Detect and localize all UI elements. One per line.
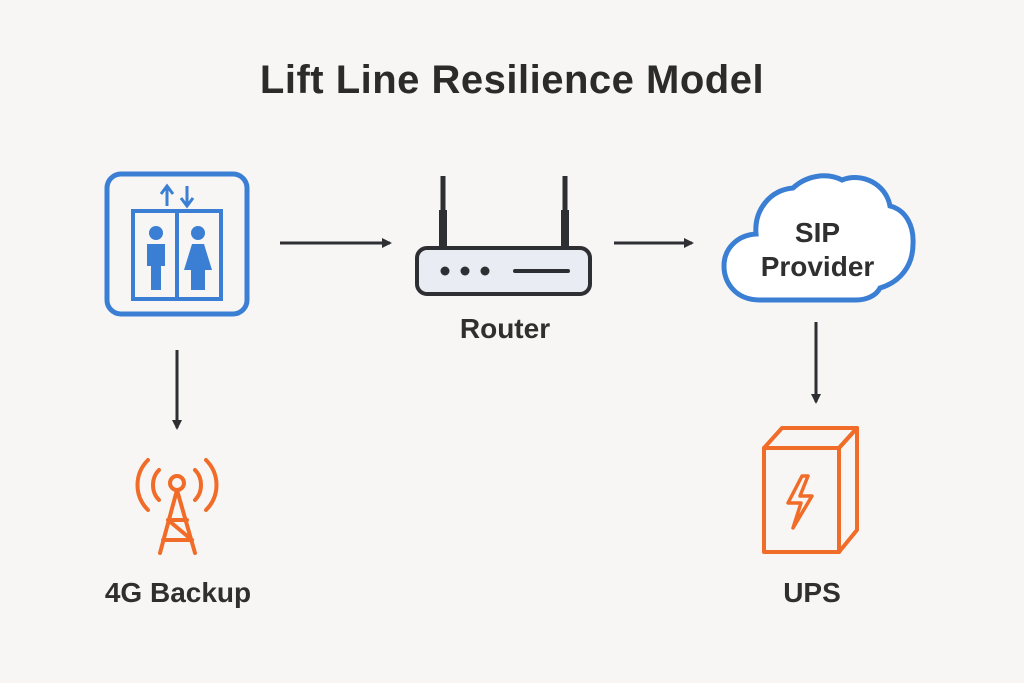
backup-label: 4G Backup <box>104 577 252 608</box>
router-label: Router <box>459 313 551 344</box>
sip-label-line1: SIP <box>794 217 841 248</box>
page-title: Lift Line Resilience Model <box>259 58 765 102</box>
cloud-icon <box>721 173 916 303</box>
elevator-icon <box>104 171 250 317</box>
cell-tower-icon <box>135 458 219 555</box>
sip-provider-label: SIP Provider <box>730 216 905 284</box>
router-icon <box>415 176 592 296</box>
battery-box-icon <box>762 426 859 554</box>
ups-label: UPS <box>783 577 841 608</box>
sip-label-line2: Provider <box>760 251 875 282</box>
